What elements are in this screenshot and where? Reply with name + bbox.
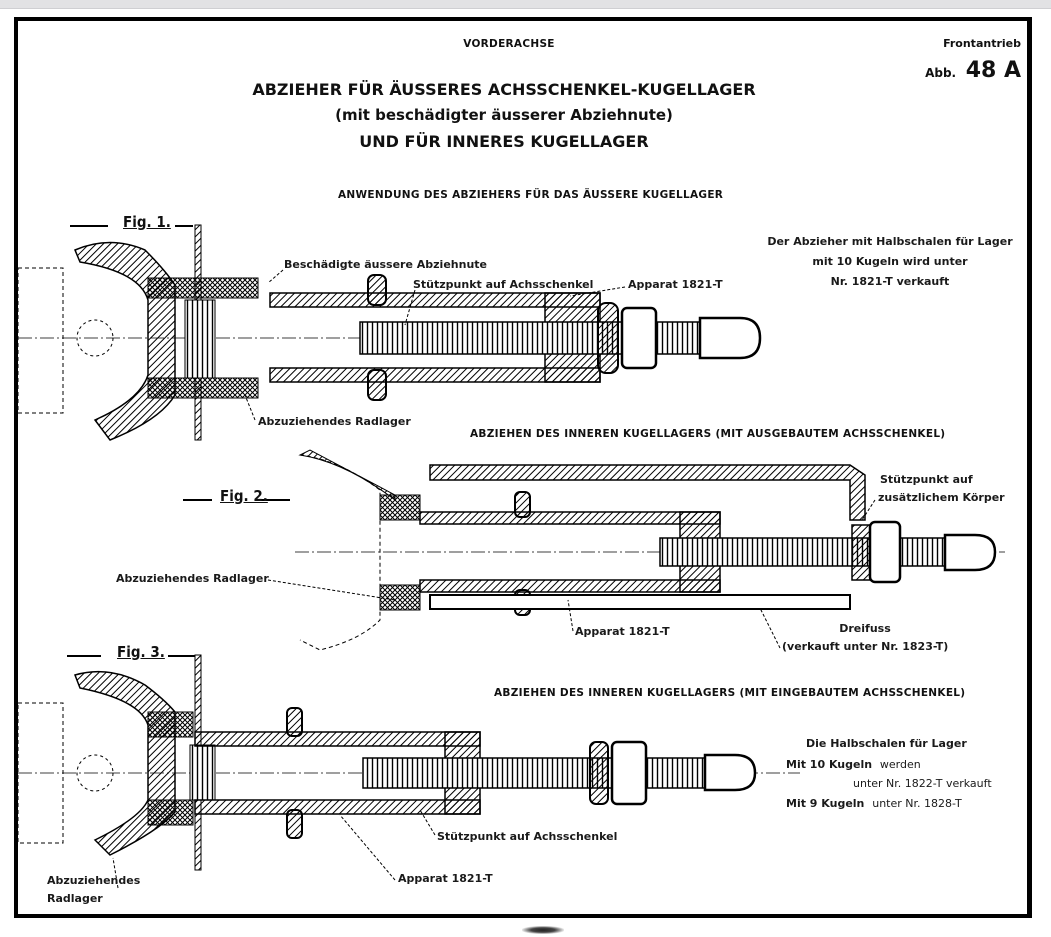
fig1-note-line3: Nr. 1821-T verkauft: [830, 275, 950, 288]
drawing-frame: [14, 17, 1032, 918]
fig3-note-line4: Mit 9 Kugeln unter Nr. 1828-T: [786, 797, 962, 810]
fig2-cap: [943, 533, 997, 572]
fig2-callout-apparatus: Apparat 1821-T: [575, 625, 670, 638]
fig2-drawing: [295, 449, 1005, 651]
fig1-callout-bearing: Abzuziehendes Radlager: [258, 415, 411, 428]
main-title-line1: ABZIEHER FÜR ÄUSSERES ACHSSCHENKEL-KUGEL…: [252, 80, 756, 99]
fig3-callout-bearing-line1: Abzuziehendes: [47, 874, 141, 887]
fig1-hub-outline: [17, 267, 64, 414]
fig3-note-line2: Mit 10 Kugeln werden: [786, 758, 921, 771]
figure-prefix: Abb.: [925, 66, 957, 80]
scan-smudge: [522, 926, 564, 934]
fig3-heading: ABZIEHEN DES INNEREN KUGELLAGERS (MIT EI…: [494, 687, 966, 699]
fig2-callout-support-line2: zusätzlichem Körper: [878, 491, 1005, 504]
fig3-callout-apparatus: Apparat 1821-T: [398, 872, 493, 885]
fig3-cap: [703, 753, 757, 792]
fig2-tripod-arm: [429, 464, 866, 521]
fig-label-rules: [67, 225, 290, 657]
fig3-drawing: [17, 654, 800, 871]
fig1-callout-damaged-groove: Beschädigte äussere Abziehnute: [284, 258, 487, 271]
section-title: VORDERACHSE: [463, 38, 555, 50]
fig2-screw: [659, 537, 961, 567]
leader-lines: [112, 269, 876, 889]
fig1-cap: [698, 316, 762, 360]
fig2-callout-support-line1: Stützpunkt auf: [880, 473, 973, 486]
fig3-note-9-balls: Mit 9 Kugeln: [786, 797, 865, 810]
fig1-callout-support-point: Stützpunkt auf Achsschenkel: [413, 278, 594, 291]
viewer-top-bar: [0, 0, 1051, 9]
fig1-drawing: [17, 224, 762, 441]
figure-id: Abb. 48 A: [925, 58, 1021, 83]
fig3-note-10-balls: Mit 10 Kugeln: [786, 758, 873, 771]
fig2-label: Fig. 2.: [220, 487, 268, 505]
fig1-heading: ANWENDUNG DES ABZIEHERS FÜR DAS ÄUSSERE …: [338, 189, 724, 201]
fig2-callout-tripod-sold: (verkauft unter Nr. 1823-T): [782, 640, 949, 653]
fig1-note-line2: mit 10 Kugeln wird unter: [812, 255, 968, 268]
fig3-callout-bearing-line2: Radlager: [47, 892, 103, 905]
fig3-note-part-number: unter Nr. 1828-T: [872, 797, 962, 810]
fig1-callout-apparatus: Apparat 1821-T: [628, 278, 723, 291]
fig1-note-line1: Der Abzieher mit Halbschalen für Lager: [767, 235, 1013, 248]
fig1-note: Der Abzieher mit Halbschalen für Lager m…: [750, 232, 1030, 292]
category-label: Frontantrieb: [943, 37, 1021, 50]
fig3-note-line1: Die Halbschalen für Lager: [806, 737, 967, 750]
fig2-wheel-hub: [299, 454, 381, 651]
figure-number: 48 A: [965, 58, 1021, 83]
fig3-screw: [362, 757, 734, 789]
fig3-label: Fig. 3.: [117, 643, 165, 661]
fig3-callout-support-point: Stützpunkt auf Achsschenkel: [437, 830, 618, 843]
fig3-note-line3: unter Nr. 1822-T verkauft: [853, 777, 992, 790]
main-title-line3: UND FÜR INNERES KUGELLAGER: [359, 132, 649, 151]
fig2-callout-bearing: Abzuziehendes Radlager: [116, 572, 269, 585]
fig1-label: Fig. 1.: [123, 213, 171, 231]
fig2-heading: ABZIEHEN DES INNEREN KUGELLAGERS (MIT AU…: [470, 428, 946, 440]
fig2-callout-tripod: Dreifuss: [839, 622, 891, 635]
fig3-note-werden: werden: [879, 758, 921, 771]
main-title-line2: (mit beschädigter äusserer Abziehnute): [335, 106, 673, 124]
